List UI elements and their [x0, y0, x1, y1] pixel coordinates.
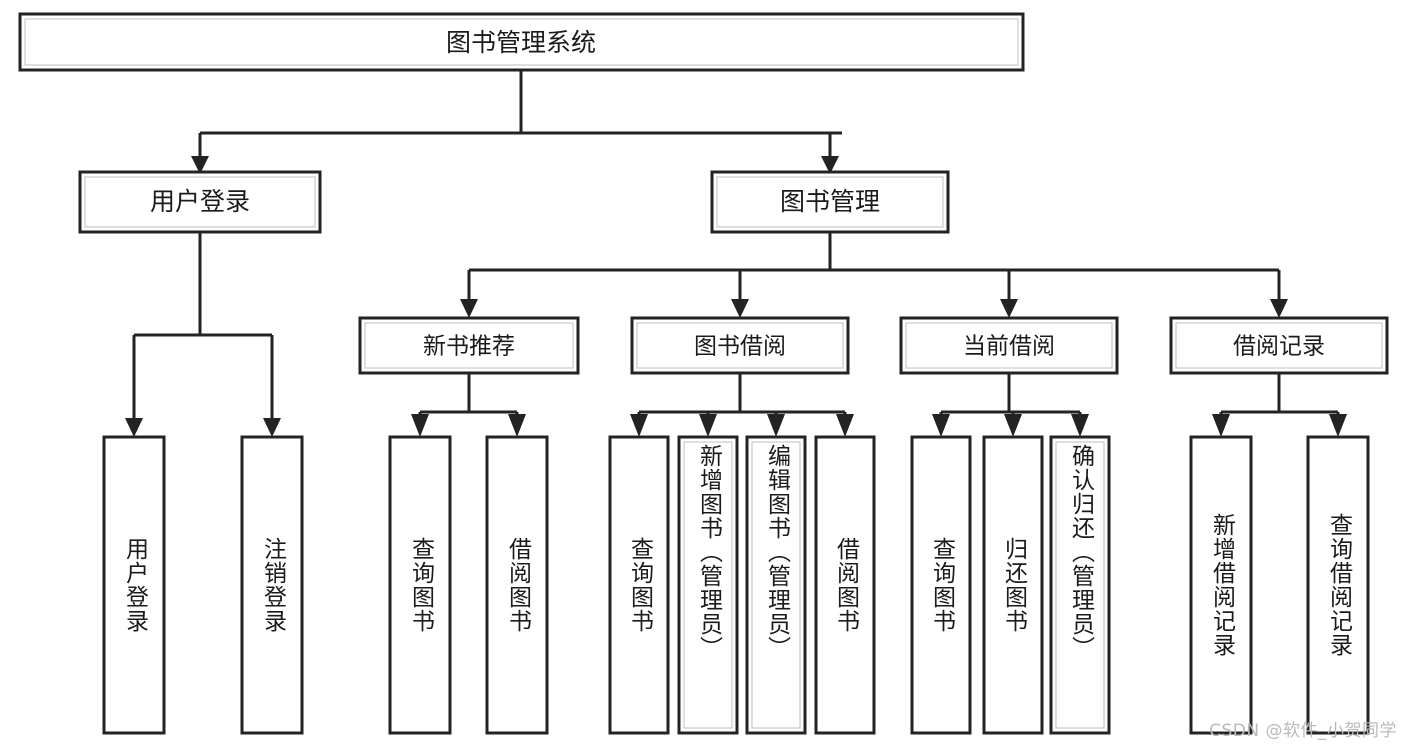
- node-book-management-box-inner: [716, 176, 944, 228]
- node-borrow-record[interactable]: 借阅记录: [1169, 316, 1389, 375]
- arrow-head-cb-query: [932, 414, 950, 437]
- leaf-box-cb-query-book[interactable]: [910, 435, 972, 735]
- node-book-management-box[interactable]: [710, 170, 950, 234]
- leaf-node-bb-query-book[interactable]: [608, 435, 670, 735]
- node-book-borrow-box-inner: [636, 322, 844, 369]
- node-new-book-recommend-label: 新书推荐: [423, 334, 515, 360]
- connector-borrow-to-leaves: [630, 373, 854, 437]
- leaf-node-nb-borrow-book[interactable]: [485, 435, 549, 735]
- arrow-head-user-login: [191, 156, 209, 174]
- node-user-login-box-inner: [84, 176, 316, 228]
- leaf-box-bb-query-book[interactable]: [608, 435, 670, 735]
- arrow-head-br-query: [1329, 414, 1347, 437]
- node-borrow-record-box-inner: [1175, 322, 1383, 369]
- arrow-head-br-add: [1212, 414, 1230, 437]
- leaf-box-cb-return-book[interactable]: [982, 435, 1044, 735]
- node-new-book-recommend-box-inner: [364, 322, 574, 369]
- node-book-borrow-box[interactable]: [630, 316, 850, 375]
- arrow-head-borrow-record: [1270, 299, 1288, 318]
- arrow-head-leaf-user-login: [125, 418, 143, 437]
- node-root-box[interactable]: [18, 12, 1025, 72]
- node-borrow-record-box[interactable]: [1169, 316, 1389, 375]
- node-borrow-record-label: 借阅记录: [1233, 334, 1325, 360]
- node-book-borrow[interactable]: 图书借阅: [630, 316, 850, 375]
- node-user-login[interactable]: 用户登录: [78, 170, 322, 234]
- leaf-node-cb-query-book[interactable]: [910, 435, 972, 735]
- arrow-head-nb-borrow: [508, 414, 526, 437]
- node-current-borrow-box[interactable]: [899, 316, 1119, 375]
- leaf-box-bb-edit-book[interactable]: [745, 435, 807, 735]
- leaf-node-bb-borrow-book[interactable]: [814, 435, 876, 735]
- leaf-box-bb-add-book-inner: [683, 441, 733, 729]
- csdn-watermark: CSDN @软件_小贺同学: [1209, 721, 1397, 741]
- node-book-borrow-label: 图书借阅: [694, 334, 786, 360]
- leaf-box-logout[interactable]: [240, 435, 304, 735]
- node-root-label: 图书管理系统: [446, 28, 596, 57]
- leaf-node-bb-edit-book[interactable]: [745, 435, 807, 735]
- leaf-node-bb-add-book[interactable]: [677, 435, 739, 735]
- node-user-login-label: 用户登录: [150, 187, 250, 216]
- leaf-node-br-add-record[interactable]: [1189, 435, 1253, 735]
- connector-root-to-level2: [191, 70, 842, 174]
- leaf-node-cb-return-book[interactable]: [982, 435, 1044, 735]
- leaf-box-nb-query-book[interactable]: [388, 435, 452, 735]
- node-new-book-recommend-box[interactable]: [358, 316, 580, 375]
- arrow-head-leaf-logout: [263, 418, 281, 437]
- leaf-box-cb-confirm-return-inner: [1055, 441, 1105, 729]
- node-user-login-box[interactable]: [78, 170, 322, 234]
- node-book-management-label: 图书管理: [780, 187, 880, 216]
- arrow-head-bb-edit: [767, 414, 785, 437]
- node-root-box-inner: [24, 18, 1019, 66]
- leaf-box-bb-edit-book-inner: [751, 441, 801, 729]
- arrow-head-current-borrow: [1000, 299, 1018, 318]
- arrow-head-borrow: [731, 299, 749, 318]
- leaf-boxes: [102, 435, 1370, 735]
- connector-book-mgmt-to-level3: [460, 232, 1288, 318]
- connector-user-login-to-leaves: [125, 232, 281, 437]
- node-root[interactable]: 图书管理系统: [18, 12, 1025, 72]
- leaf-box-br-add-record[interactable]: [1189, 435, 1253, 735]
- arrow-head-cb-confirm: [1071, 414, 1089, 437]
- node-new-book-recommend[interactable]: 新书推荐: [358, 316, 580, 375]
- arrow-head-nb-query: [411, 414, 429, 437]
- leaf-node-user-login[interactable]: [102, 435, 166, 735]
- connector-current-borrow-to-leaves: [932, 373, 1089, 437]
- arrow-head-book-mgmt: [821, 156, 839, 174]
- arrow-head-new-book: [460, 299, 478, 318]
- node-book-management[interactable]: 图书管理: [710, 170, 950, 234]
- arrow-head-cb-return: [1004, 414, 1022, 437]
- node-current-borrow[interactable]: 当前借阅: [899, 316, 1119, 375]
- connector-borrow-record-to-leaves: [1212, 373, 1347, 437]
- arrow-head-bb-query: [630, 414, 648, 437]
- leaf-node-br-query-record[interactable]: [1306, 435, 1370, 735]
- leaf-box-bb-borrow-book[interactable]: [814, 435, 876, 735]
- leaf-box-user-login[interactable]: [102, 435, 166, 735]
- leaf-node-logout[interactable]: [240, 435, 304, 735]
- arrow-head-bb-borrow: [836, 414, 854, 437]
- leaf-box-br-query-record[interactable]: [1306, 435, 1370, 735]
- connector-new-book-to-leaves: [411, 373, 526, 437]
- leaf-box-cb-confirm-return[interactable]: [1049, 435, 1111, 735]
- arrow-head-bb-add: [699, 414, 717, 437]
- node-current-borrow-label: 当前借阅: [963, 334, 1055, 360]
- node-current-borrow-box-inner: [905, 322, 1113, 369]
- leaf-node-nb-query-book[interactable]: [388, 435, 452, 735]
- leaf-node-cb-confirm-return[interactable]: [1049, 435, 1111, 735]
- leaf-box-bb-add-book[interactable]: [677, 435, 739, 735]
- leaf-box-nb-borrow-book[interactable]: [485, 435, 549, 735]
